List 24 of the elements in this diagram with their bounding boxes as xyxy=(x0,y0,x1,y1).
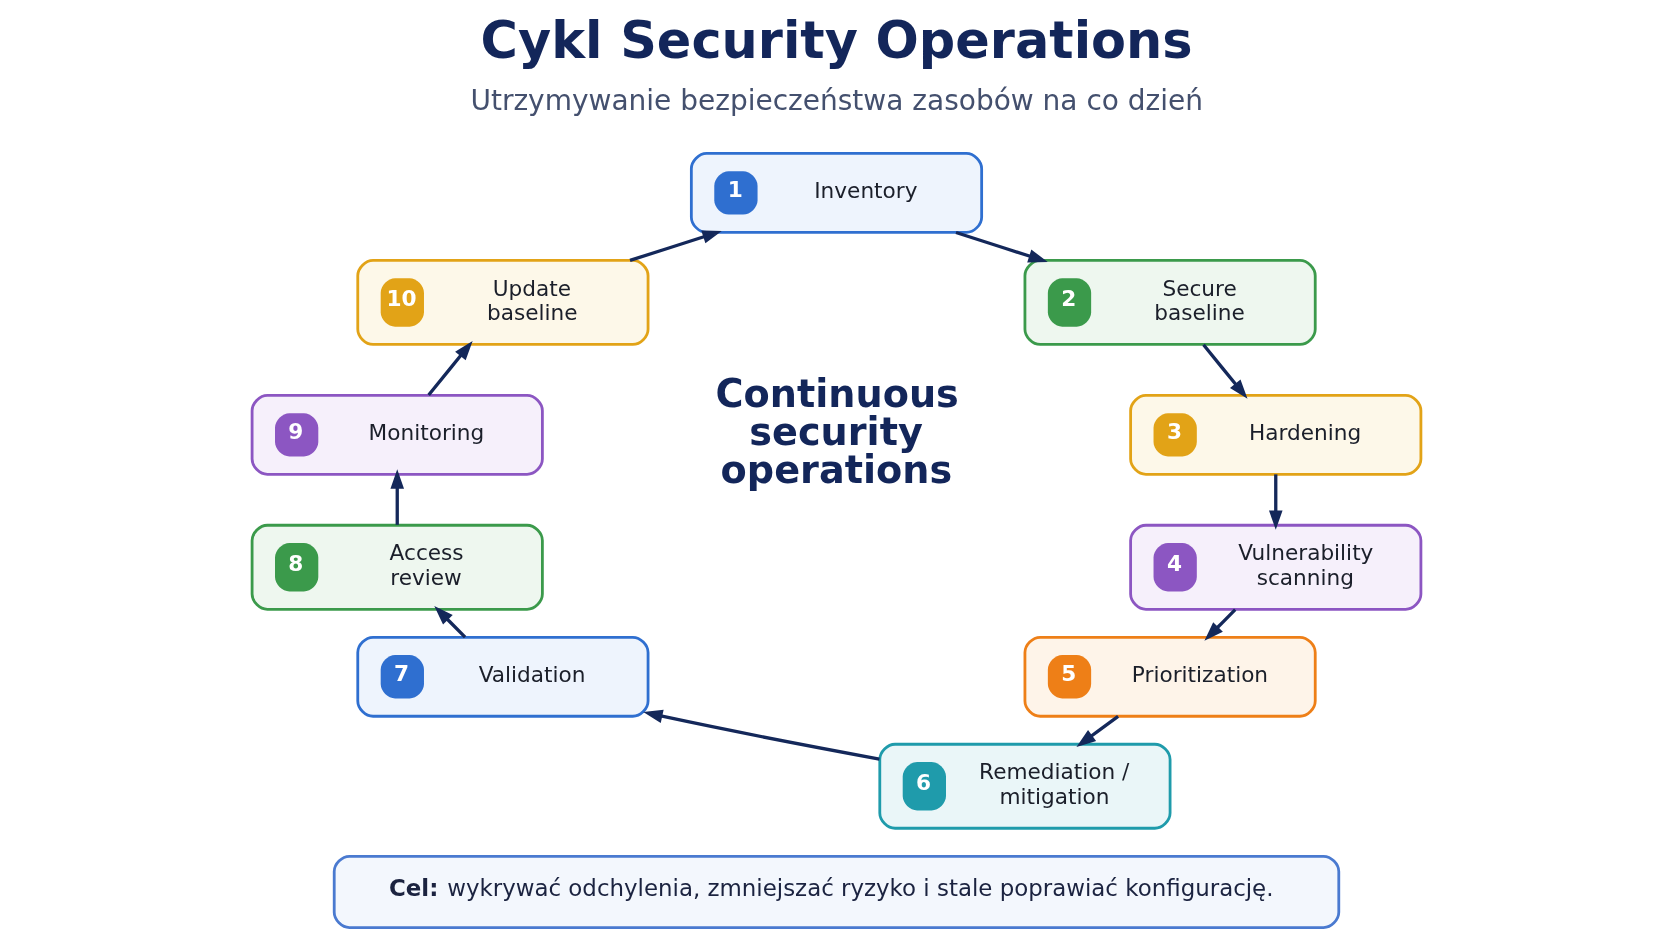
node-box: 2 Secure baseline xyxy=(1023,259,1317,346)
node-box: 10 Update baseline xyxy=(355,259,649,346)
arrow xyxy=(955,230,1048,263)
arrow xyxy=(426,340,473,396)
arrow xyxy=(389,469,404,525)
node-box: 9 Monitoring xyxy=(250,394,544,476)
arrow xyxy=(629,230,722,262)
arrow xyxy=(1268,474,1283,530)
label: Utrzymywanie bezpieczeństwa zasobów na co dzień xyxy=(469,83,1203,117)
arrow xyxy=(1075,715,1119,748)
node-box: 1 Inventory xyxy=(689,152,983,234)
node-box: 3 Hardening xyxy=(1128,394,1422,476)
node-box: 8 Access review xyxy=(250,523,544,611)
node-box: 5 Prioritization xyxy=(1023,635,1317,718)
label: Continuous security operations xyxy=(715,371,959,493)
diagram-title: Cykl Security Operations xyxy=(480,10,1193,70)
node-box: 7 Validation xyxy=(355,635,649,718)
arrow xyxy=(1203,608,1236,641)
node-box: Cel: wykrywać odchylenia, zmniejszać ryzyko i stale poprawiać konfigurację. xyxy=(332,854,1340,929)
arrow xyxy=(433,606,466,639)
arrow xyxy=(642,709,880,761)
arrow xyxy=(1201,343,1247,399)
node-box: 4 Vulnerability scanning xyxy=(1128,523,1422,611)
node-box: 6 Remediation / mitigation xyxy=(877,742,1171,830)
